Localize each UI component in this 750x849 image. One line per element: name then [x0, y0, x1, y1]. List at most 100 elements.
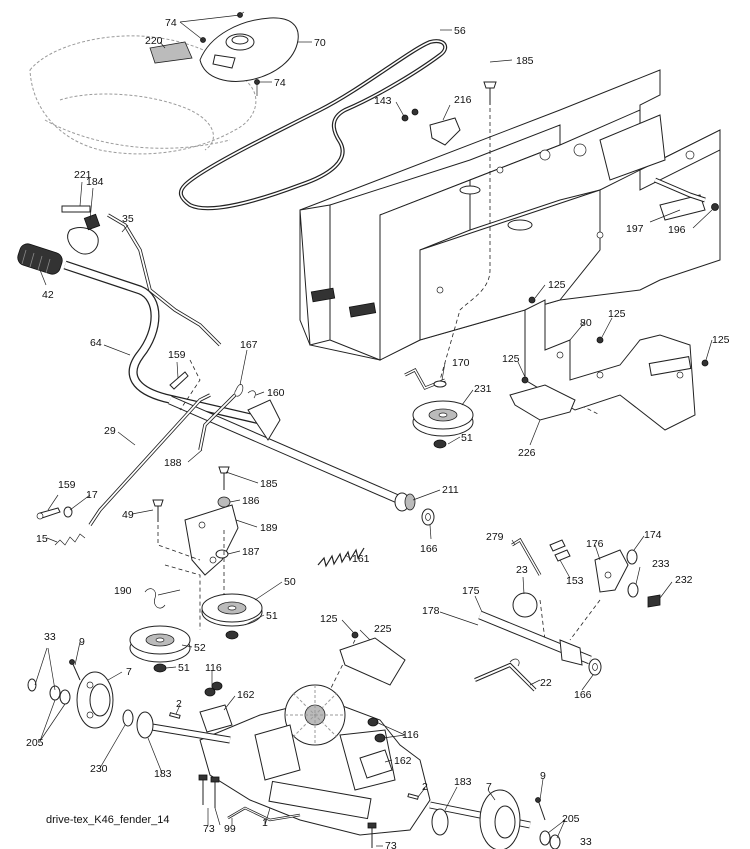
part-205-washers-right: [539, 830, 561, 849]
part-50-pulley: [201, 593, 263, 627]
part-185-bolt-mid: [218, 466, 230, 490]
callout-51: 51: [266, 610, 278, 622]
callout-99: 99: [224, 823, 236, 835]
callout-196: 196: [668, 224, 686, 236]
part-174-washer: [626, 549, 638, 565]
callout-51: 51: [461, 432, 473, 444]
callout-2: 2: [422, 781, 428, 793]
part-216-bracket: [401, 108, 461, 146]
callout-174: 174: [644, 529, 662, 541]
callout-116: 116: [402, 729, 419, 741]
callout-labels: 74 74 70 56 220 185 143 216 221 184 35 4…: [26, 17, 730, 849]
callout-1: 1: [262, 817, 268, 829]
part-189-bracket: [184, 504, 239, 576]
callout-187: 187: [242, 546, 260, 558]
part-99-rod: [227, 806, 301, 822]
callout-216: 216: [454, 94, 472, 106]
callout-167: 167: [240, 339, 258, 351]
callout-49: 49: [122, 509, 134, 521]
part-7-hub-left: [76, 671, 114, 729]
callout-205: 205: [26, 737, 44, 749]
callout-186: 186: [242, 495, 260, 507]
callout-220: 220: [145, 35, 163, 47]
part-35-rod: [107, 213, 222, 347]
callout-159: 159: [58, 479, 76, 491]
part-2-key-left: [169, 712, 181, 719]
callout-183: 183: [154, 768, 172, 780]
part-188-rod: [198, 393, 237, 451]
callout-205: 205: [562, 813, 580, 825]
part-left-axle: [139, 721, 231, 744]
part-161-spring: [317, 547, 365, 568]
callout-143: 143: [374, 95, 392, 107]
callout-56: 56: [454, 25, 466, 37]
part-22-arm: [474, 658, 537, 692]
part-170-arm: [404, 368, 447, 390]
callout-233: 233: [652, 558, 670, 570]
callout-70: 70: [314, 37, 326, 49]
part-frame: [299, 69, 721, 361]
part-232-bolt: [647, 594, 661, 608]
callout-221: 221: [74, 169, 92, 181]
part-116-caps-left: [204, 681, 223, 697]
callout-211: 211: [442, 484, 459, 496]
part-185-bolt-top: [483, 81, 497, 105]
part-220-pad: [149, 41, 193, 64]
callout-23: 23: [516, 564, 528, 576]
part-221-clip: [61, 205, 91, 213]
part-160-clip: [247, 390, 256, 399]
part-225-plate: [339, 631, 406, 686]
part-153-link: [549, 539, 571, 562]
part-51-fan-c: [153, 663, 167, 673]
callout-166: 166: [574, 689, 592, 701]
callout-125: 125: [320, 613, 338, 625]
callout-22: 22: [540, 677, 552, 689]
callout-230: 230: [90, 763, 108, 775]
callout-80: 80: [580, 317, 592, 329]
part-42-grip: [17, 243, 63, 275]
part-33-washer-left: [27, 678, 37, 692]
callout-166: 166: [420, 543, 438, 555]
part-166-washer-a: [421, 508, 435, 526]
diagram-caption: drive-tex_K46_fender_14: [46, 814, 170, 826]
callout-73: 73: [385, 840, 397, 849]
part-73-bolts-right: [367, 822, 377, 848]
callout-232: 232: [675, 574, 693, 586]
part-159-pin-a: [169, 371, 189, 390]
part-159-pin-b: [36, 507, 61, 520]
callout-188: 188: [164, 457, 182, 469]
callout-33: 33: [580, 836, 592, 848]
callout-190: 190: [114, 585, 132, 597]
part-231-pulley: [412, 400, 474, 437]
part-9-bolt-left: [69, 659, 81, 681]
callout-7: 7: [126, 666, 132, 678]
part-167-spring: [234, 384, 244, 397]
callout-9: 9: [540, 770, 546, 782]
part-187-nut: [215, 549, 229, 559]
callout-161: 161: [352, 553, 370, 565]
part-23-ball: [512, 592, 538, 618]
callout-2: 2: [176, 698, 182, 710]
part-211-bushing: [404, 493, 416, 511]
part-184-knob: [67, 213, 101, 255]
fender-ghost-outline: [29, 35, 257, 155]
leader-lines: [34, 14, 713, 847]
callout-51: 51: [178, 662, 190, 674]
part-56-belt: [178, 39, 448, 211]
part-176-bracket: [594, 549, 629, 593]
part-279-arm: [511, 537, 542, 576]
part-70-fender-cover: [199, 17, 299, 82]
callout-116: 116: [205, 662, 222, 674]
callout-29: 29: [104, 425, 116, 437]
callout-50: 50: [284, 576, 296, 588]
part-64-lever: [63, 260, 262, 425]
part-73-bolts-left: [198, 774, 220, 808]
callout-184: 184: [86, 176, 104, 188]
callout-231: 231: [474, 383, 492, 395]
part-166-washer-b: [588, 658, 602, 676]
part-205-washers-left: [49, 685, 71, 705]
part-51-fan-b: [225, 630, 239, 640]
part-pedal-bracket: [247, 399, 281, 441]
part-15-spring: [54, 533, 86, 546]
